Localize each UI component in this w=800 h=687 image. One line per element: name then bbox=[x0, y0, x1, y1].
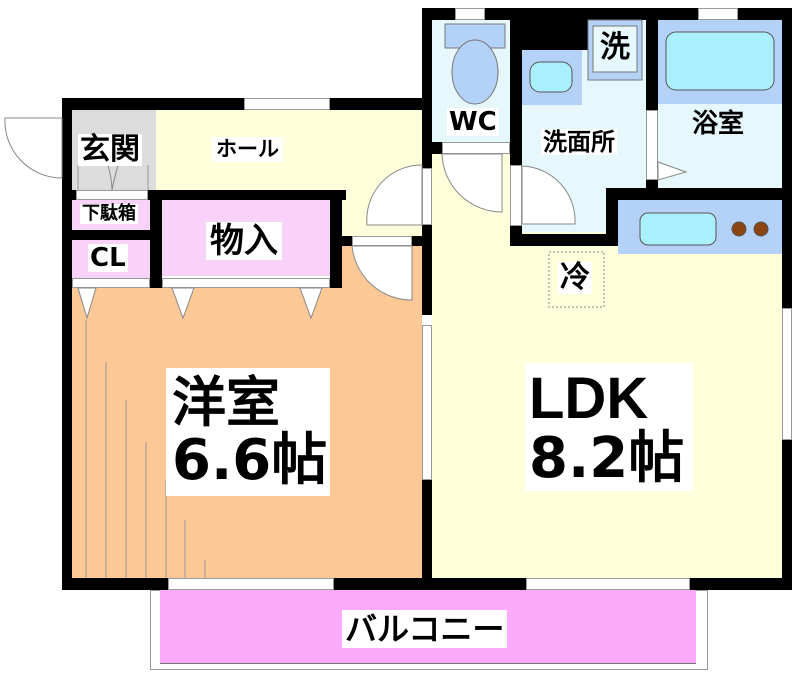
wall bbox=[412, 236, 424, 246]
wall bbox=[62, 188, 72, 590]
flooring-lines bbox=[85, 320, 206, 578]
western-room-size: 6.6帖 bbox=[172, 428, 328, 493]
wall bbox=[510, 234, 610, 246]
window bbox=[72, 278, 150, 288]
window bbox=[168, 578, 334, 590]
fridge-label: 冷 bbox=[558, 260, 592, 295]
wall bbox=[646, 20, 658, 110]
western-room-label: 洋室 6.6帖 bbox=[166, 368, 330, 496]
window bbox=[76, 190, 148, 200]
wall bbox=[432, 142, 442, 154]
wall bbox=[72, 230, 152, 240]
wall bbox=[782, 440, 792, 590]
ldk-label: LDK 8.2帖 bbox=[525, 363, 693, 491]
wall bbox=[510, 20, 522, 165]
window bbox=[526, 578, 690, 590]
bathroom-label: 浴室 bbox=[690, 109, 747, 139]
washer-label: 洗 bbox=[598, 30, 632, 65]
window bbox=[244, 98, 330, 110]
wall bbox=[782, 8, 792, 308]
ldk-name: LDK bbox=[529, 366, 649, 431]
closet-label: CL bbox=[88, 243, 128, 273]
hall-label: ホール bbox=[212, 137, 283, 162]
ldk-size: 8.2帖 bbox=[529, 426, 685, 491]
wall bbox=[330, 190, 342, 288]
shoebox-label: 下駄箱 bbox=[80, 203, 138, 224]
wall bbox=[342, 236, 352, 246]
window bbox=[698, 8, 738, 20]
wall bbox=[150, 190, 162, 288]
wall bbox=[62, 190, 346, 200]
hall-area bbox=[156, 110, 422, 190]
door-threshold bbox=[646, 110, 658, 180]
wall bbox=[422, 225, 432, 315]
wall bbox=[62, 98, 72, 188]
wc-label: WC bbox=[447, 107, 499, 137]
wall bbox=[646, 180, 658, 200]
western-room-name: 洋室 bbox=[172, 371, 280, 434]
balcony-label: バルコニー bbox=[342, 610, 508, 648]
washroom-label: 洗面所 bbox=[541, 128, 617, 156]
storage-label: 物入 bbox=[206, 222, 282, 260]
wall bbox=[606, 190, 618, 246]
wall bbox=[150, 278, 162, 288]
window bbox=[455, 8, 485, 20]
wall bbox=[422, 480, 432, 590]
wall bbox=[422, 8, 432, 168]
genkan-label: 玄関 bbox=[78, 132, 142, 167]
entrance-door-swing bbox=[4, 117, 63, 179]
window bbox=[782, 308, 792, 440]
window bbox=[162, 278, 330, 288]
wall bbox=[520, 20, 590, 50]
window bbox=[422, 325, 432, 480]
